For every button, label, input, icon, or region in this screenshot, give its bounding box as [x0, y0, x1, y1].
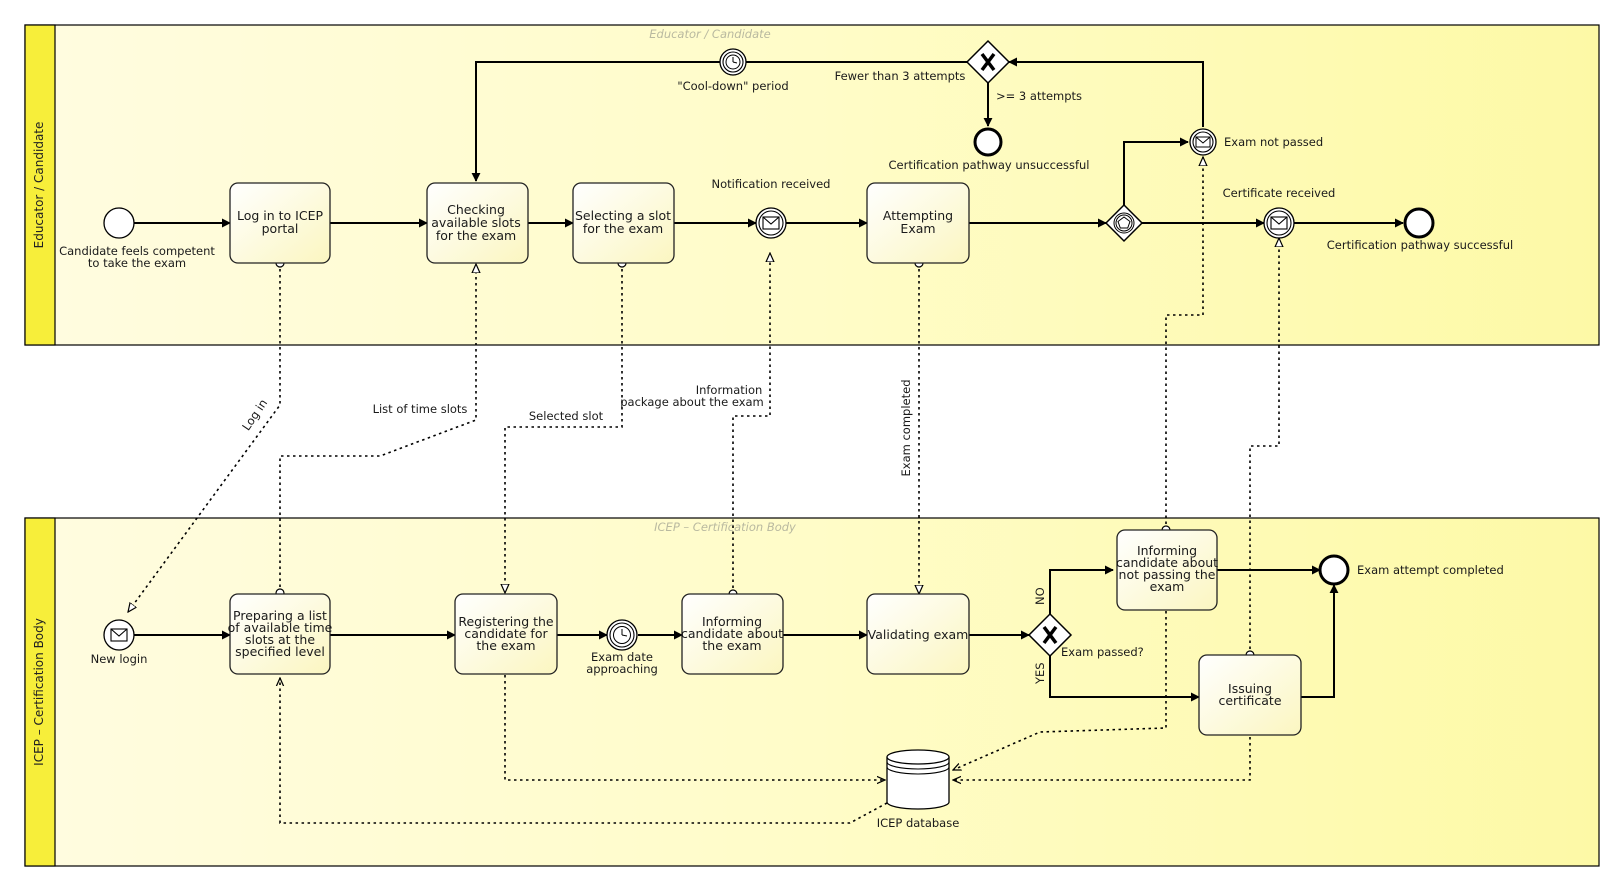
end-event-pathway-successful-label: Certification pathway successful [1327, 238, 1513, 252]
task-informing-about-exam[interactable]: Informing candidate about the exam [681, 593, 784, 675]
message-flows [128, 157, 1279, 655]
end-event-pathway-successful[interactable] [1403, 207, 1435, 239]
end-event-exam-attempt-completed-label: Exam attempt completed [1357, 563, 1504, 577]
message-label-exam-completed: Exam completed [899, 380, 913, 477]
task-registering-candidate[interactable]: Registering the candidate for the exam [454, 593, 558, 675]
task-validating-label: Validating exam [868, 627, 969, 642]
envelope-icon [110, 628, 128, 642]
flow-label-fewer-than-3: Fewer than 3 attempts [835, 69, 966, 83]
event-notification-received-label: Notification received [712, 177, 831, 191]
x-marker-icon [980, 52, 996, 72]
event-exam-not-passed-label: Exam not passed [1224, 135, 1323, 149]
task-selecting-label-2: for the exam [583, 221, 663, 236]
pool-icep-ghost-label: ICEP – Certification Body [654, 520, 796, 534]
start-event-new-login-label: New login [91, 652, 148, 666]
task-preparing-label-2: of available time [228, 620, 333, 635]
message-label-selected-slot: Selected slot [529, 409, 604, 423]
task-attempting-label-2: Exam [900, 221, 935, 236]
event-exam-not-passed[interactable] [1189, 128, 1217, 156]
pool-icep-header [24, 517, 56, 867]
task-preparing-time-slots[interactable]: Preparing a list of available time slots… [228, 593, 333, 675]
task-informing-exam-label-3: the exam [702, 638, 761, 653]
clock-icon [613, 626, 631, 644]
pool-icep-title: ICEP – Certification Body [32, 618, 46, 766]
envelope-icon [1195, 136, 1211, 148]
start-event-candidate[interactable] [103, 207, 135, 239]
task-attempting-exam[interactable]: Attempting Exam [866, 182, 970, 264]
task-selecting-a-slot[interactable]: Selecting a slot for the exam [572, 182, 675, 264]
task-issuing-certificate[interactable]: Issuing certificate [1198, 654, 1302, 736]
task-informing-not-passing-label-2: candidate about [1116, 555, 1218, 570]
task-informing-not-passing-label-4: exam [1150, 579, 1185, 594]
end-event-pathway-unsuccessful[interactable] [973, 127, 1003, 157]
x-marker-icon [1042, 625, 1058, 645]
message-label-information-2: package about the exam [620, 395, 764, 409]
task-registering-label-2: candidate for [464, 626, 548, 641]
task-informing-not-passing-label-3: not passing the [1119, 567, 1216, 582]
task-informing-not-passing[interactable]: Informing candidate about not passing th… [1116, 529, 1218, 611]
task-selecting-label-1: Selecting a slot [575, 208, 671, 223]
start-event-candidate-label-1: Candidate feels competent [59, 244, 215, 258]
task-informing-not-passing-label-1: Informing [1137, 543, 1197, 558]
data-store-icep-database[interactable] [886, 749, 950, 810]
task-registering-label-1: Registering the [458, 614, 554, 629]
task-log-in-icep-portal[interactable]: Log in to ICEP portal [229, 182, 331, 264]
pentagon-icon [1117, 216, 1131, 229]
task-checking-label-2: available slots [431, 215, 520, 230]
task-attempting-label-1: Attempting [883, 208, 953, 223]
timer-event-cool-down[interactable] [719, 48, 747, 76]
task-checking-label-1: Checking [447, 202, 505, 217]
task-log-in-label-2: portal [262, 221, 299, 236]
end-event-pathway-unsuccessful-label: Certification pathway unsuccessful [889, 158, 1090, 172]
task-preparing-label-4: specified level [235, 644, 325, 659]
task-issuing-label-2: certificate [1218, 693, 1281, 708]
flow-label-3-or-more: >= 3 attempts [996, 89, 1082, 103]
task-checking-available-slots[interactable]: Checking available slots for the exam [426, 182, 529, 264]
pool-candidate-title: Educator / Candidate [32, 122, 46, 249]
task-checking-label-3: for the exam [436, 228, 516, 243]
event-certificate-received[interactable] [1263, 207, 1295, 239]
envelope-icon [762, 216, 780, 230]
pool-candidate-header [24, 24, 56, 346]
timer-event-exam-date-label-1: Exam date [591, 650, 653, 664]
timer-event-exam-date[interactable] [606, 619, 638, 651]
task-informing-exam-label-1: Informing [702, 614, 762, 629]
data-store-icep-database-label: ICEP database [877, 816, 960, 830]
pool-candidate-ghost-label: Educator / Candidate [649, 27, 770, 41]
exclusive-gateway-attempts[interactable] [965, 39, 1011, 85]
timer-event-exam-date-label-2: approaching [586, 662, 658, 676]
task-preparing-label-3: slots at the [245, 632, 315, 647]
message-label-information-1: Information [696, 383, 763, 397]
message-label-list-of-time-slots: List of time slots [373, 402, 468, 416]
task-issuing-label-1: Issuing [1228, 681, 1272, 696]
task-log-in-label-1: Log in to ICEP [237, 208, 324, 223]
event-certificate-received-label: Certificate received [1223, 186, 1336, 200]
gateway-exam-passed-label: Exam passed? [1061, 645, 1144, 659]
event-based-gateway[interactable] [1104, 203, 1144, 243]
data-associations [280, 611, 1251, 824]
start-event-candidate-label-2: to take the exam [88, 256, 186, 270]
task-preparing-label-1: Preparing a list [233, 608, 327, 623]
timer-event-cool-down-label: "Cool-down" period [677, 79, 788, 93]
gateway-no-label: NO [1033, 587, 1047, 605]
message-label-log-in: Log in [239, 396, 270, 433]
end-event-exam-attempt-completed[interactable] [1318, 554, 1350, 586]
envelope-icon [1270, 216, 1288, 230]
gateway-yes-label: YES [1033, 662, 1047, 685]
task-informing-exam-label-2: candidate about [681, 626, 783, 641]
start-event-new-login[interactable] [103, 619, 135, 651]
exclusive-gateway-exam-passed[interactable] [1027, 612, 1073, 658]
task-registering-label-3: the exam [476, 638, 535, 653]
event-notification-received[interactable] [755, 207, 787, 239]
task-validating-exam[interactable]: Validating exam [866, 593, 970, 675]
clock-icon [725, 54, 741, 70]
